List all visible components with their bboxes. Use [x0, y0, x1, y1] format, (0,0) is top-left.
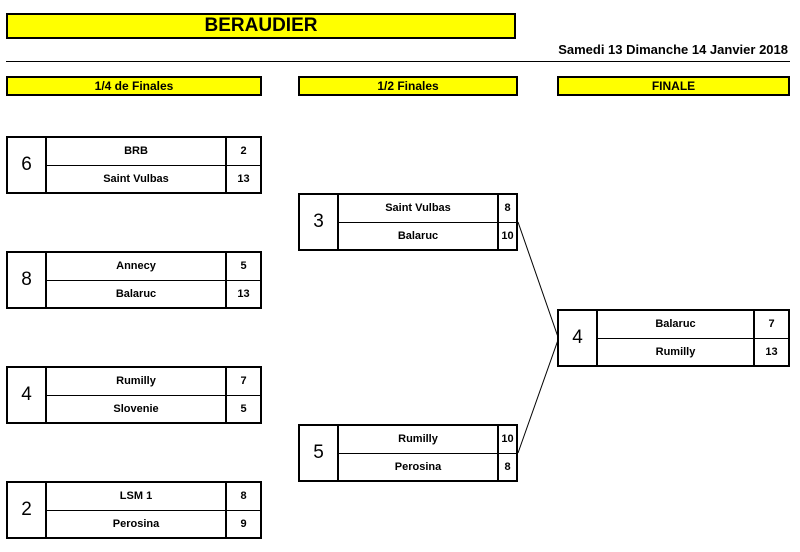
match-row: Balaruc 7 — [598, 311, 788, 339]
team-score: 7 — [753, 311, 788, 338]
semi-final-match-2: 5 Rumilly 10 Perosina 8 — [298, 424, 518, 482]
quarter-final-match-3: 4 Rumilly 7 Slovenie 5 — [6, 366, 262, 424]
quarter-final-match-4: 2 LSM 1 8 Perosina 9 — [6, 481, 262, 539]
match-number: 3 — [300, 195, 339, 249]
team-score: 2 — [225, 138, 260, 165]
team-score: 13 — [225, 166, 260, 193]
team-score: 13 — [225, 281, 260, 308]
event-date: Samedi 13 Dimanche 14 Janvier 2018 — [558, 42, 788, 57]
team-score: 5 — [225, 396, 260, 423]
match-row: Rumilly 10 — [339, 426, 516, 454]
match-row: Balaruc 13 — [47, 281, 260, 308]
team-score: 10 — [497, 426, 516, 453]
match-number: 4 — [8, 368, 47, 422]
team-name: Balaruc — [397, 230, 439, 242]
team-name: BRB — [124, 145, 148, 157]
team-score: 7 — [225, 368, 260, 395]
quarter-final-match-2: 8 Annecy 5 Balaruc 13 — [6, 251, 262, 309]
team-score: 13 — [753, 339, 788, 366]
match-number: 8 — [8, 253, 47, 307]
match-row: Rumilly 13 — [598, 339, 788, 366]
team-name: Perosina — [112, 518, 160, 530]
team-name: Annecy — [116, 260, 156, 272]
connector-line-lower — [517, 339, 559, 454]
team-score: 8 — [497, 195, 516, 222]
round-header-final: FINALE — [557, 76, 790, 96]
match-row: Balaruc 10 — [339, 223, 516, 250]
match-number: 5 — [300, 426, 339, 480]
match-row: Perosina 9 — [47, 511, 260, 538]
team-score: 10 — [497, 223, 516, 250]
team-name: Balaruc — [655, 318, 696, 330]
match-row: Saint Vulbas 13 — [47, 166, 260, 193]
match-row: Annecy 5 — [47, 253, 260, 281]
match-row: BRB 2 — [47, 138, 260, 166]
semi-final-match-1: 3 Saint Vulbas 8 Balaruc 10 — [298, 193, 518, 251]
team-name: LSM 1 — [119, 490, 153, 502]
team-name: Rumilly — [116, 375, 156, 387]
team-name: Saint Vulbas — [385, 202, 451, 214]
final-match: 4 Balaruc 7 Rumilly 13 — [557, 309, 790, 367]
round-header-quarter-finals: 1/4 de Finales — [6, 76, 262, 96]
team-name: Perosina — [394, 461, 442, 473]
team-name: Saint Vulbas — [103, 173, 169, 185]
match-number: 4 — [559, 311, 598, 365]
team-score: 8 — [497, 454, 516, 481]
match-row: Perosina 8 — [339, 454, 516, 481]
team-score: 9 — [225, 511, 260, 538]
match-row: Saint Vulbas 8 — [339, 195, 516, 223]
round-header-semi-finals: 1/2 Finales — [298, 76, 518, 96]
connector-line-upper — [517, 221, 559, 338]
team-score: 5 — [225, 253, 260, 280]
match-number: 2 — [8, 483, 47, 537]
team-name: Balaruc — [115, 288, 157, 300]
team-name: Rumilly — [398, 433, 438, 445]
team-score: 8 — [225, 483, 260, 510]
match-number: 6 — [8, 138, 47, 192]
quarter-final-match-1: 6 BRB 2 Saint Vulbas 13 — [6, 136, 262, 194]
team-name: Rumilly — [655, 346, 696, 358]
header-divider — [6, 61, 790, 62]
match-row: Rumilly 7 — [47, 368, 260, 396]
team-name: Slovenie — [113, 403, 159, 415]
match-row: Slovenie 5 — [47, 396, 260, 423]
page-title: BERAUDIER — [6, 13, 516, 39]
match-row: LSM 1 8 — [47, 483, 260, 511]
